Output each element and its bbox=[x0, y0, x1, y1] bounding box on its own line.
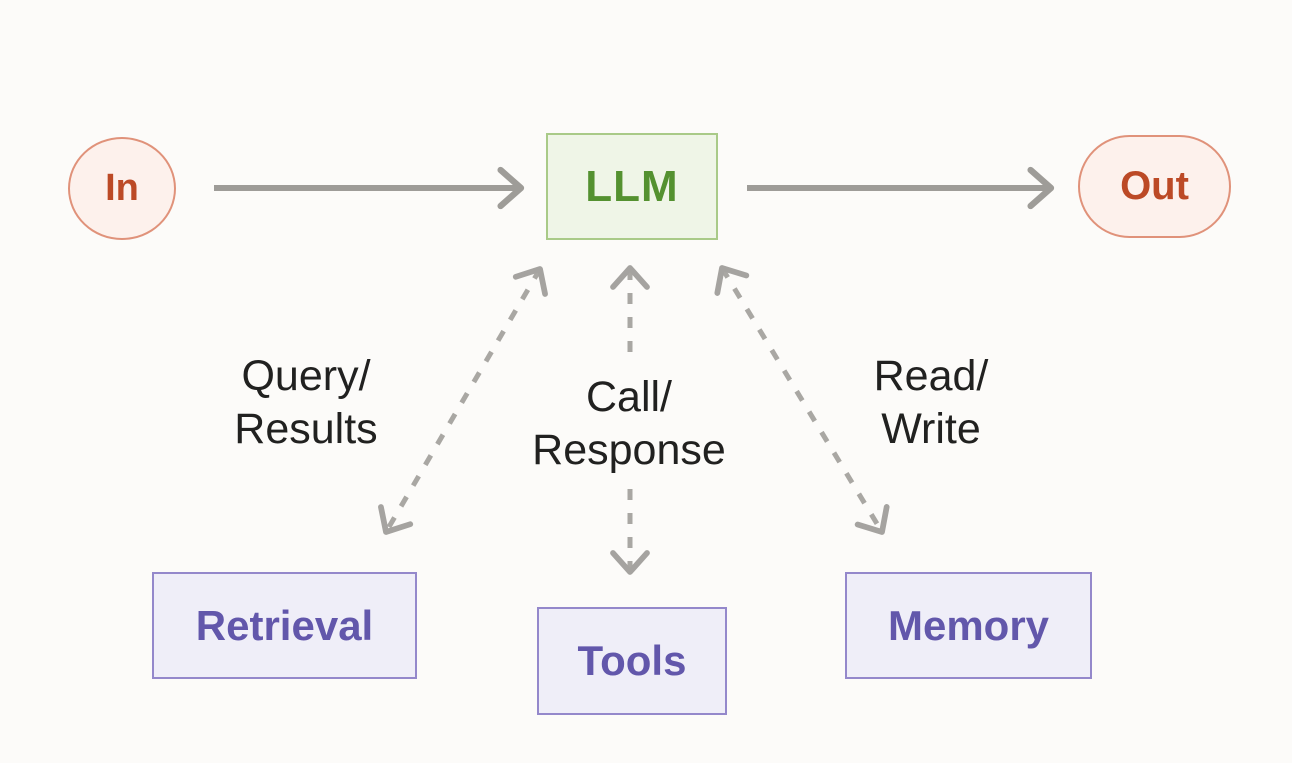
node-llm-label: LLM bbox=[585, 161, 679, 211]
node-llm: LLM bbox=[546, 133, 718, 240]
node-memory-label: Memory bbox=[887, 601, 1050, 649]
edge-label-query-results: Query/ Results bbox=[156, 350, 456, 456]
llm-memory-dashed-arrow bbox=[714, 265, 890, 535]
node-retrieval: Retrieval bbox=[152, 572, 417, 679]
node-out: Out bbox=[1078, 135, 1231, 238]
node-retrieval-label: Retrieval bbox=[195, 601, 374, 649]
llm-retrieval-dashed-arrow bbox=[378, 266, 548, 535]
node-in: In bbox=[68, 137, 176, 240]
edge-label-call-response-line2: Response bbox=[532, 426, 726, 474]
edge-label-query-results-line1: Query/ bbox=[241, 352, 371, 400]
edge-label-query-results-line2: Results bbox=[234, 405, 378, 453]
node-tools: Tools bbox=[537, 607, 727, 715]
node-out-label: Out bbox=[1120, 164, 1189, 208]
node-in-label: In bbox=[105, 167, 139, 209]
edge-label-read-write-line2: Write bbox=[881, 405, 981, 453]
edge-label-read-write: Read/ Write bbox=[781, 350, 1081, 456]
node-memory: Memory bbox=[845, 572, 1092, 679]
edge-label-read-write-line1: Read/ bbox=[873, 352, 989, 400]
edge-label-call-response: Call/ Response bbox=[479, 371, 779, 477]
node-tools-label: Tools bbox=[577, 637, 687, 684]
edge-label-call-response-line1: Call/ bbox=[585, 373, 673, 421]
